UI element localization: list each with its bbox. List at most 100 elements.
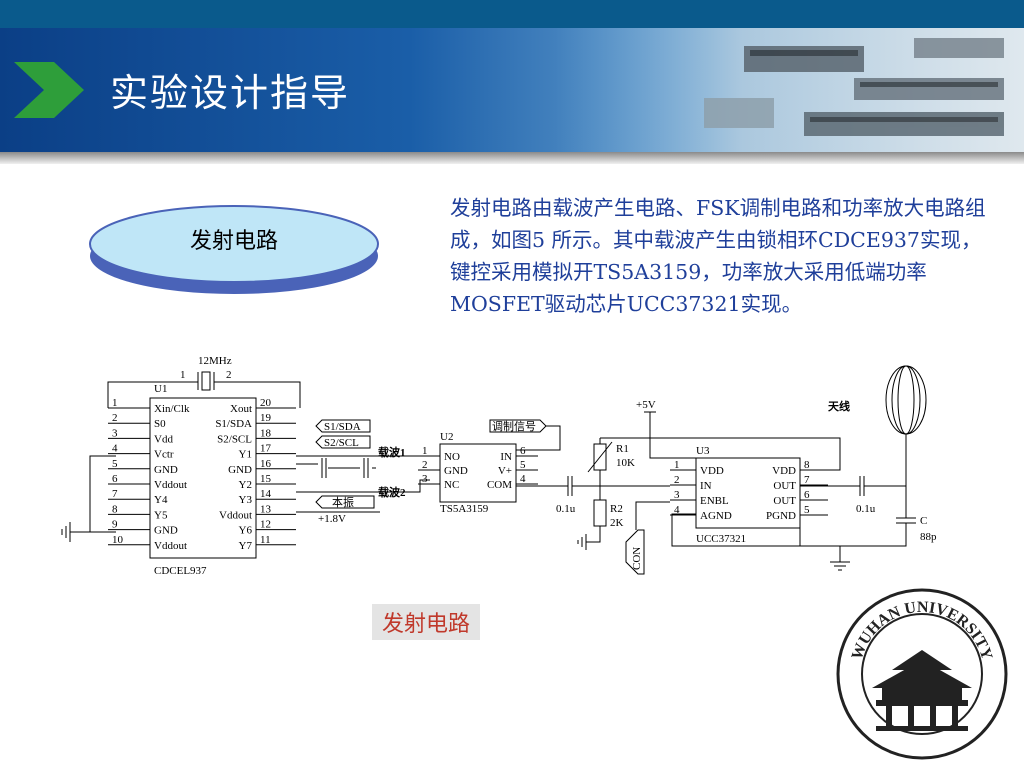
u1-pin-name: GND [154,525,178,537]
u2-part: TS5A3159 [440,503,489,515]
u1-pin-name: S1/SDA [215,418,252,430]
u1-pin-name: GND [228,464,252,476]
u1-ref: U1 [154,383,167,395]
u3-pin-num: 7 [804,474,810,486]
slide-title: 实验设计指导 [110,71,351,115]
ctune-value: 88p [920,531,937,543]
u1-part: CDCEL937 [154,565,207,577]
u3-pin-num: 2 [674,474,680,486]
net-s1-label: S1/SDA [324,421,361,433]
u3-pin-name: ENBL [700,495,729,507]
u3-pin-num: 8 [804,459,810,471]
u3-pin-name: VDD [772,465,796,477]
u2-pin-num: 2 [422,459,428,471]
u1-pin-name: Vddout [154,540,187,552]
r2-value: 2K [610,517,624,529]
vcc-label: +5V [636,399,656,411]
u1-pin-name: Vddout [154,479,187,491]
u1-pin-num: 1 [112,397,118,409]
con-label: CON [631,547,643,570]
u2-pin-name: COM [487,479,512,491]
header-shadow [0,152,1024,164]
cout-label: 0.1u [856,503,876,515]
u1-pin-num: 20 [260,397,272,409]
u3-pin-name: OUT [773,480,796,492]
u1-pin-name: Y2 [239,479,252,491]
reference-net-labels: 本振 +1.8V [296,495,380,525]
u2-pin-5: 5V+ [498,459,538,477]
bias-network: +5V R1 10K 0.1u R2 2K CON [516,399,710,575]
u1-pin-num: 5 [112,458,118,470]
u3-pin-name: PGND [766,510,796,522]
cin-label: 0.1u [556,503,576,515]
u1-pin-num: 17 [260,443,272,455]
u1-pin-name: Xout [230,403,252,415]
u2-pin-num: 3 [422,473,428,485]
u2-pin-6: 6IN [500,445,538,463]
u2-pin-name: V+ [498,465,512,477]
u1-pin-num: 2 [112,412,118,424]
antenna-label: 天线 [828,399,850,413]
u1-pin-name: S2/SCL [217,433,252,445]
wuhan-university-logo: WUHAN UNIVERSITY [836,588,1008,760]
u1-pin-num: 16 [260,458,272,470]
u1-pin-num: 10 [112,534,124,546]
r1-value: 10K [616,457,635,469]
mod-signal-text: 调制信号 [492,420,536,433]
u2-pin-num: 1 [422,445,428,457]
u1-pin-num: 6 [112,473,118,485]
u3-pin-name: IN [700,480,712,492]
u1-pin-name: Vdd [154,433,173,445]
u3-part: UCC37321 [696,533,746,545]
u1-pin-num: 4 [112,443,118,455]
u2-pin-name: NO [444,451,460,463]
i2c-net-labels: S1/SDA S2/SCL [315,419,371,449]
u1-pin-name: Y5 [154,509,168,521]
u1-pin-num: 18 [260,427,272,439]
u1-pin-num: 11 [260,534,271,546]
u1-pin-name: Y6 [239,525,253,537]
u3-pin-num: 5 [804,504,810,516]
u2-pin-num: 6 [520,445,526,457]
u3-pin-name: OUT [773,495,796,507]
u3-ref: U3 [696,445,710,457]
u1-pin-num: 8 [112,503,118,515]
u3-pin-name: AGND [700,510,732,522]
carrier1-label: 载波1 [378,445,406,459]
u2-pin-num: 4 [520,473,526,485]
net-18v-label: +1.8V [318,513,346,525]
u1-pin-name: Y7 [239,540,253,552]
u3-pin-name: VDD [700,465,724,477]
u3-pin-num: 3 [674,489,680,501]
u2-pin-name: NC [444,479,459,491]
u1-bypass-caps [296,458,376,478]
u1-pin-name: Y1 [239,449,252,461]
u1-pin-name: S0 [154,418,166,430]
modulation-signal-label: 调制信号 [489,419,561,451]
u1-pin-name: GND [154,464,178,476]
u1-pin-num: 9 [112,519,118,531]
